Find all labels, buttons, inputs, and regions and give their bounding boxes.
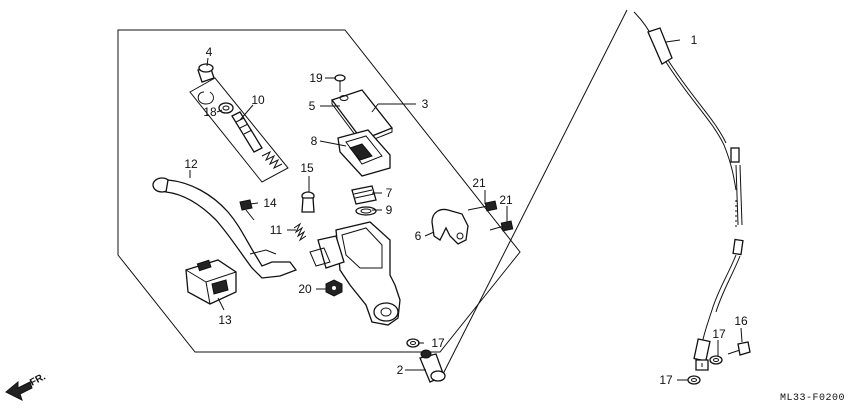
direction-label: FR. xyxy=(28,371,48,388)
callout-4: 4 xyxy=(206,45,213,59)
callout-18: 18 xyxy=(203,105,217,119)
washer-17c xyxy=(687,375,701,385)
callout-1: 1 xyxy=(691,33,698,47)
boot-7 xyxy=(351,185,377,205)
bolt-14 xyxy=(239,199,255,221)
callout-7: 7 xyxy=(386,186,393,200)
callout-17b: 17 xyxy=(712,327,726,341)
washer-17a xyxy=(406,338,420,348)
circlip xyxy=(197,91,214,105)
kit-boundary xyxy=(189,77,289,183)
diaphragm xyxy=(337,129,391,177)
banjo-bolt-2 xyxy=(419,349,446,383)
washer-17b xyxy=(709,355,723,365)
callout-13: 13 xyxy=(218,313,232,327)
callout-labels: 4 10 18 19 5 8 3 7 9 6 21 21 15 11 12 14… xyxy=(184,33,748,387)
callout-20: 20 xyxy=(298,282,312,296)
oring-9 xyxy=(355,206,377,216)
dust-seal-4 xyxy=(197,63,215,83)
master-cylinder-body xyxy=(309,221,401,326)
washer-18 xyxy=(218,102,234,114)
spring-11 xyxy=(293,222,307,242)
callout-12: 12 xyxy=(184,157,198,171)
clutch-switch xyxy=(185,259,237,305)
callout-8: 8 xyxy=(311,134,318,148)
callout-9: 9 xyxy=(386,203,393,217)
leader-lines xyxy=(189,39,743,381)
callout-16: 16 xyxy=(734,314,748,328)
piston-spring xyxy=(261,150,283,170)
callout-2: 2 xyxy=(397,363,404,377)
bolt-21b xyxy=(489,220,514,232)
diagram-code: ML33-F0200 xyxy=(780,393,845,404)
clutch-lever xyxy=(152,177,298,279)
callout-5: 5 xyxy=(309,99,316,113)
cable-leader-line xyxy=(439,9,628,381)
callout-11: 11 xyxy=(270,223,283,237)
screw-19 xyxy=(334,74,346,92)
front-direction-arrow: FR. xyxy=(5,371,48,401)
clutch-cable xyxy=(633,11,744,371)
callout-14: 14 xyxy=(263,196,277,210)
callout-6: 6 xyxy=(415,229,422,243)
callout-3: 3 xyxy=(422,97,429,111)
assembly-boundary xyxy=(117,29,521,353)
bolt-16 xyxy=(727,341,751,356)
callout-17a: 17 xyxy=(431,336,445,350)
callout-21b: 21 xyxy=(499,193,513,207)
callout-15: 15 xyxy=(300,161,314,175)
bolt-21a xyxy=(467,200,498,212)
pivot-bolt-15 xyxy=(301,191,315,213)
callout-10: 10 xyxy=(251,93,265,107)
holder-6 xyxy=(431,208,469,245)
nut-20 xyxy=(325,279,343,297)
callout-17c: 17 xyxy=(659,373,673,387)
callout-21a: 21 xyxy=(472,176,486,190)
callout-19: 19 xyxy=(309,71,323,85)
